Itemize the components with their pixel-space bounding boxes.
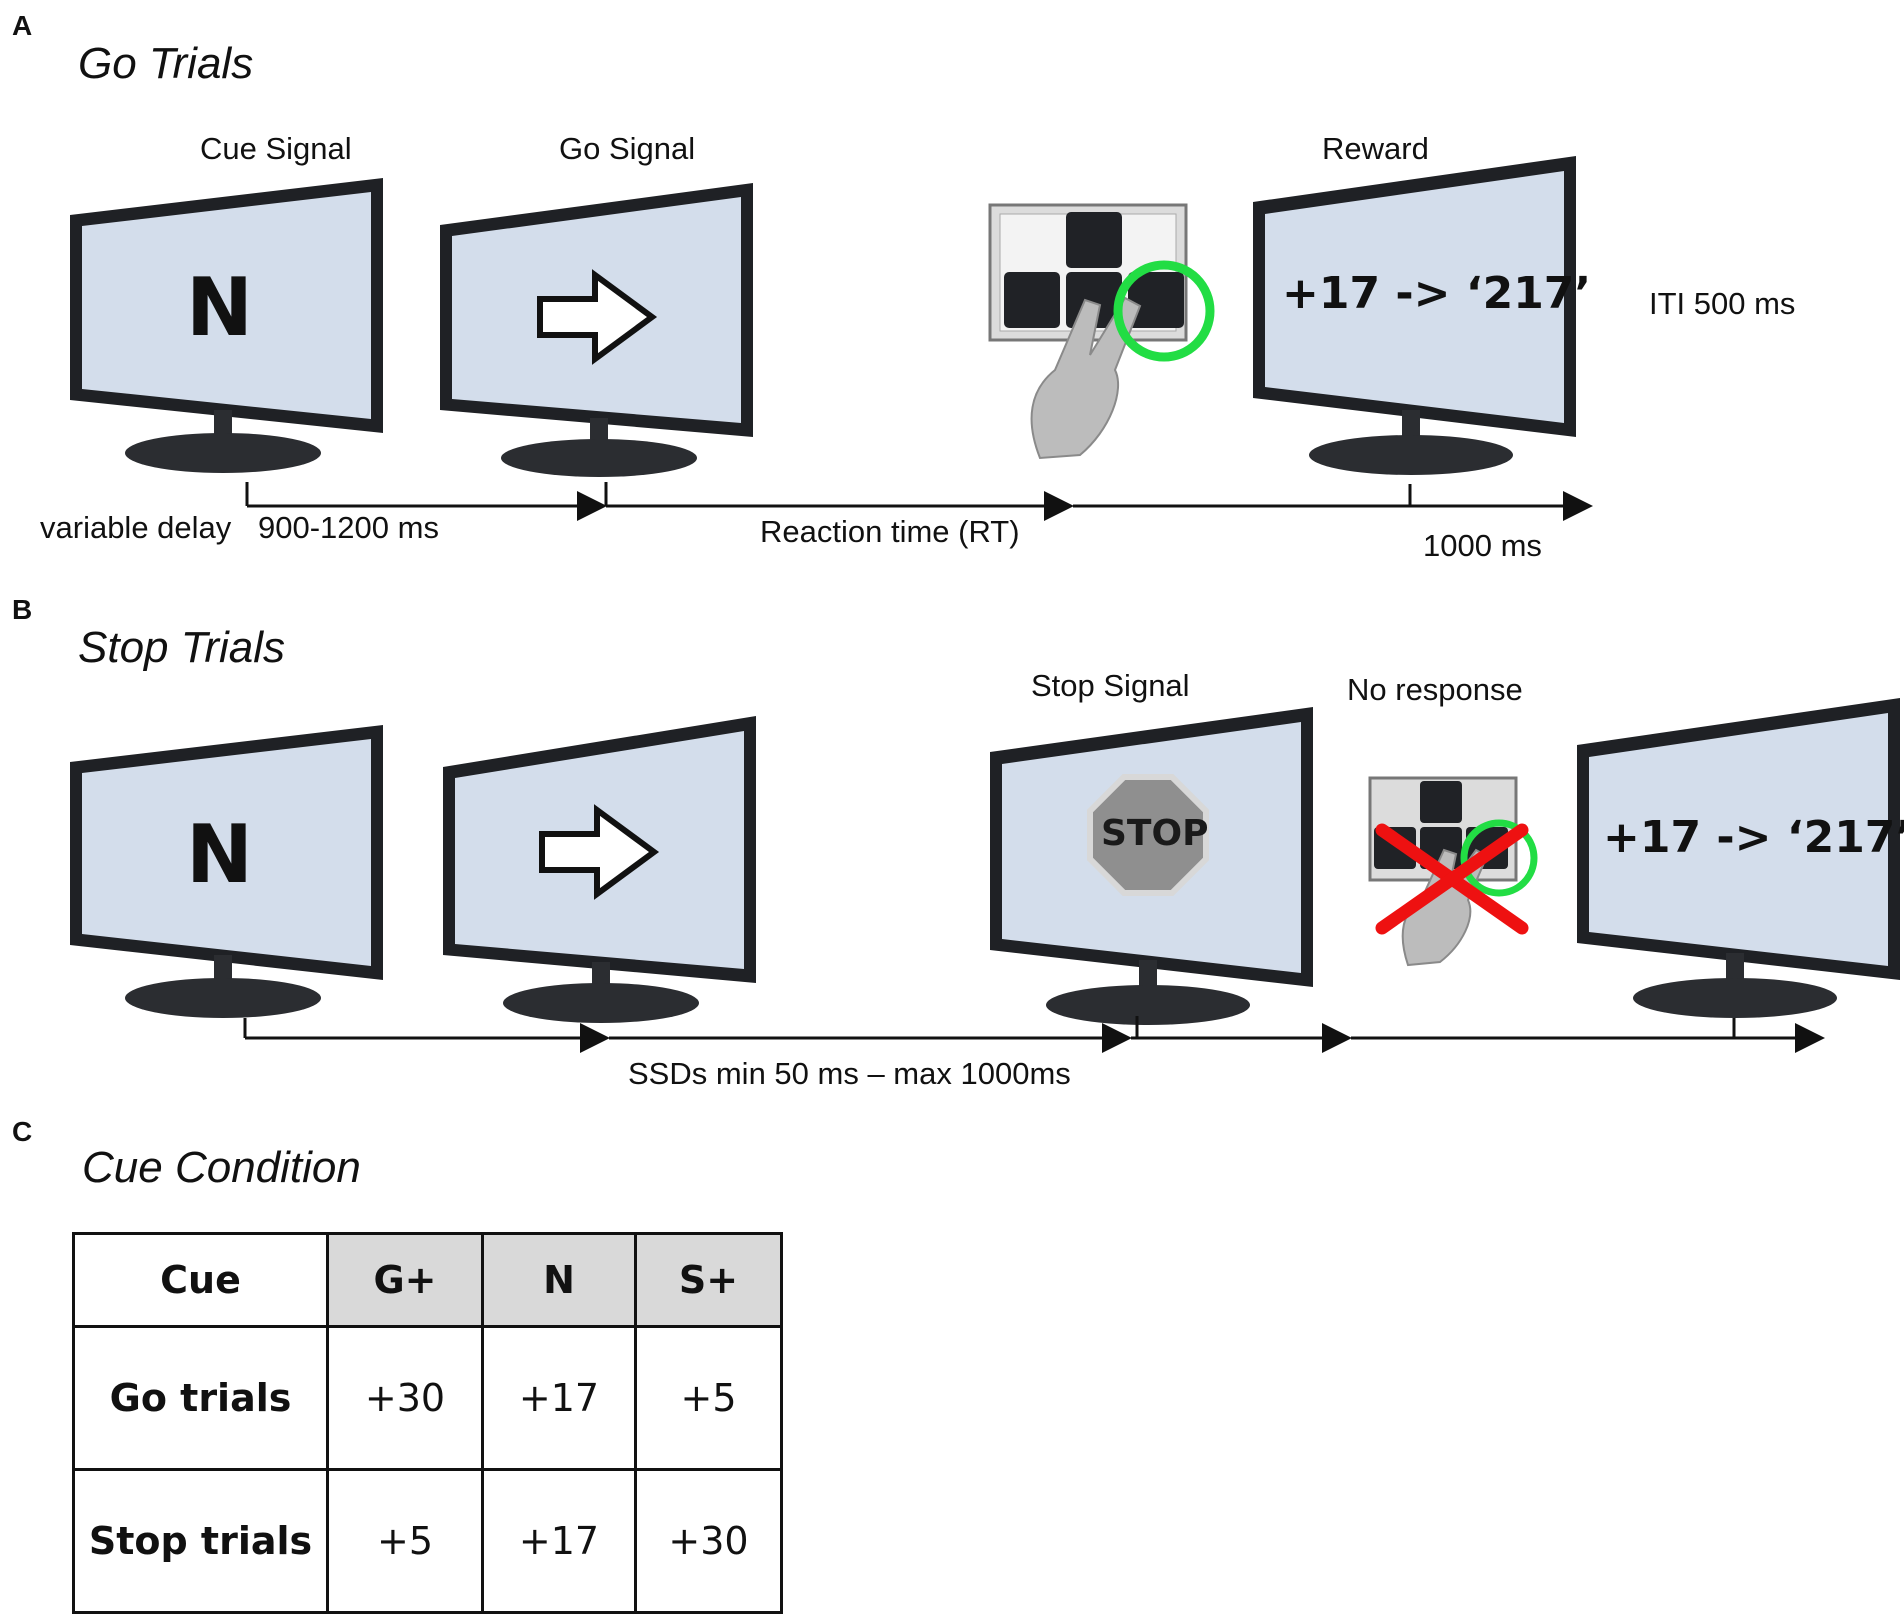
label-delay-range: 900-1200 ms: [258, 510, 439, 545]
left-key-icon: [1004, 272, 1060, 328]
monitor-reward: [1253, 156, 1576, 475]
cue-letter: N: [186, 261, 253, 354]
table-cell: +5: [326, 1468, 484, 1614]
right-key-icon: [1128, 272, 1184, 328]
monitor-stop-reward: [1577, 698, 1900, 1018]
label-no-response: No response: [1347, 672, 1523, 707]
header-n: N: [481, 1232, 637, 1328]
up-key-icon: [1420, 781, 1462, 823]
panel-title-go-trials: Go Trials: [78, 39, 254, 88]
highlight-circle-icon: [1113, 260, 1215, 362]
table-cell: +5: [634, 1325, 783, 1471]
table-cell: +30: [634, 1468, 783, 1614]
reward-text: +17 -> ‘217’: [1603, 812, 1904, 863]
stop-sign-icon: [1087, 774, 1209, 896]
hand-icon: [1030, 296, 1142, 460]
up-key-icon: [1066, 212, 1122, 268]
monitor-stop-signal: [990, 707, 1313, 1025]
cue-condition-table: Cue G+ N S+ Go trials +30 +17 +5 Stop tr…: [72, 1232, 783, 1614]
label-reward: Reward: [1322, 131, 1429, 166]
table-header-row: Cue G+ N S+: [72, 1232, 783, 1328]
label-go-signal: Go Signal: [559, 131, 696, 166]
row-label-go-trials: Go trials: [72, 1325, 329, 1471]
table-cell: +17: [481, 1468, 637, 1614]
stop-timeline: [243, 1016, 1825, 1053]
label-stop-signal: Stop Signal: [1031, 668, 1190, 703]
panel-title-cue-condition: Cue Condition: [82, 1143, 361, 1192]
monitor-go-signal: [440, 183, 753, 477]
go-timeline: [245, 482, 1593, 521]
panel-letter-a: A: [12, 10, 33, 41]
cross-icon: [1375, 823, 1529, 935]
table-cell: +17: [481, 1325, 637, 1471]
label-iti: ITI 500 ms: [1649, 286, 1796, 321]
table-cell: +30: [326, 1325, 484, 1471]
label-cue-signal: Cue Signal: [200, 131, 352, 166]
monitor-stop-cue: [70, 725, 383, 1018]
label-variable-delay: variable delay: [40, 510, 232, 545]
monitor-cue-signal: [70, 178, 383, 473]
table-row: Stop trials +5 +17 +30: [72, 1468, 783, 1614]
panel-letter-c: C: [12, 1116, 33, 1147]
label-reward-duration: 1000 ms: [1423, 528, 1542, 563]
table-row: Go trials +30 +17 +5: [72, 1325, 783, 1471]
label-reaction-time: Reaction time (RT): [760, 514, 1020, 549]
header-cue: Cue: [72, 1232, 329, 1328]
header-s-plus: S+: [634, 1232, 783, 1328]
row-label-stop-trials: Stop trials: [72, 1468, 329, 1614]
panel-letter-b: B: [12, 594, 33, 625]
stop-sign-text: STOP: [1101, 813, 1209, 854]
arrow-keys-response: [988, 203, 1215, 460]
inhibited-keys-response: [1368, 776, 1538, 967]
label-ssd: SSDs min 50 ms – max 1000ms: [628, 1056, 1071, 1091]
panel-title-stop-trials: Stop Trials: [78, 623, 286, 672]
reward-text: +17 -> ‘217’: [1282, 268, 1592, 319]
monitor-stop-go: [443, 716, 756, 1023]
cue-letter: N: [186, 808, 253, 901]
header-g-plus: G+: [326, 1232, 484, 1328]
highlight-circle-icon: [1460, 819, 1538, 897]
